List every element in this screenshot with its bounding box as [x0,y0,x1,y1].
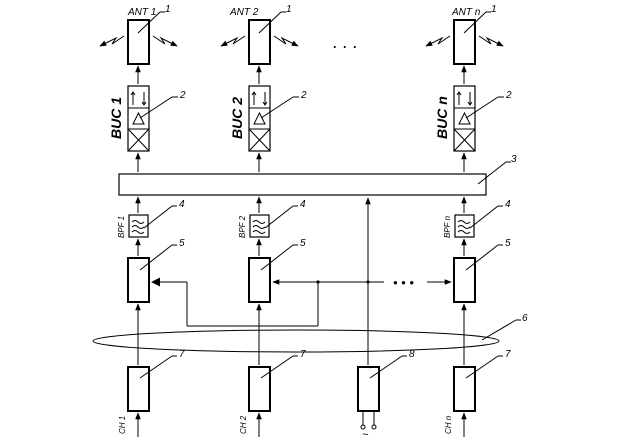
column-1: ANT 1 BUC 1 BPF 1 CH 1 [99,7,178,437]
callout-2: 2 [300,90,307,101]
callout-4: 4 [505,199,511,210]
mixer-cross-icon [248,128,271,152]
callout-8: 8 [409,349,415,360]
callout-5: 5 [505,238,511,249]
callout-3: 3 [511,154,517,165]
callout-5: 5 [300,238,306,249]
control-network: • • • [151,275,452,327]
columns-ellipsis: . . . [333,32,358,52]
bpf-2 [249,214,270,238]
bpf-label-n: BPF n [443,215,452,238]
antenna-1 [127,19,150,65]
combiner-bar [118,173,487,196]
radiation-left-icon [220,35,246,47]
switch-2 [248,257,271,303]
ac-symbol: ~ [362,429,369,439]
antenna-2 [248,19,271,65]
modulator-2 [248,366,271,412]
callout-4: 4 [179,199,185,210]
filter-wave-icon [131,220,145,234]
radiation-right-icon [273,35,299,47]
bus-ellipse [92,329,500,353]
callout-7: 7 [179,349,185,360]
mixer-cross-icon [127,128,150,152]
bpf-n [454,214,475,238]
callout-2: 2 [179,90,186,101]
antenna-label-1: ANT 1 [127,7,156,18]
callout-1: 1 [491,4,497,15]
amplifier-triangle-icon [458,111,471,125]
radiation-right-icon [478,35,504,47]
amplifier-triangle-icon [253,111,266,125]
buc-n [453,85,476,152]
callout-4: 4 [300,199,306,210]
callout-1: 1 [286,4,292,15]
up-down-arrows-icon [251,91,268,106]
channel-label-n: CH n [444,415,453,434]
filter-wave-icon [252,220,266,234]
bpf-1 [128,214,149,238]
callout-6: 6 [522,313,528,324]
terminal-icon [360,424,366,430]
bpf-label-1: BPF 1 [117,216,126,238]
antenna-n [453,19,476,65]
up-down-arrows-icon [130,91,147,106]
column-2: ANT 2 BUC 2 BPF 2 CH 2 [220,7,299,437]
callout-5: 5 [179,238,185,249]
generator-8 [357,366,380,412]
radiation-left-icon [99,35,125,47]
radiation-right-icon [152,35,178,47]
buc-2 [248,85,271,152]
terminal-icon [371,424,377,430]
channel-label-2: CH 2 [239,415,248,434]
bpf-label-2: BPF 2 [238,215,247,238]
bus-continuation-dots: • • • [393,275,414,290]
filter-wave-icon [457,220,471,234]
switch-1 [127,257,150,303]
switch-n [453,257,476,303]
antenna-label-2: ANT 2 [229,7,259,18]
modulator-n [453,366,476,412]
antenna-label-n: ANT n [451,7,481,18]
buc-label-n: BUC n [434,96,450,139]
channel-label-1: CH 1 [118,416,127,434]
buc-1 [127,85,150,152]
callouts: 1 1 1 2 2 2 3 4 4 4 5 5 5 6 7 7 7 8 [137,4,528,379]
column-n: ANT n BUC n BPF n CH n [425,7,504,437]
callout-7: 7 [505,349,511,360]
modulator-1 [127,366,150,412]
buc-label-1: BUC 1 [108,97,124,139]
callout-2: 2 [505,90,512,101]
amplifier-triangle-icon [132,111,145,125]
buc-label-2: BUC 2 [229,97,245,139]
up-down-arrows-icon [456,91,473,106]
callout-7: 7 [300,349,306,360]
callout-1: 1 [165,4,171,15]
mixer-cross-icon [453,128,476,152]
radiation-left-icon [425,35,451,47]
